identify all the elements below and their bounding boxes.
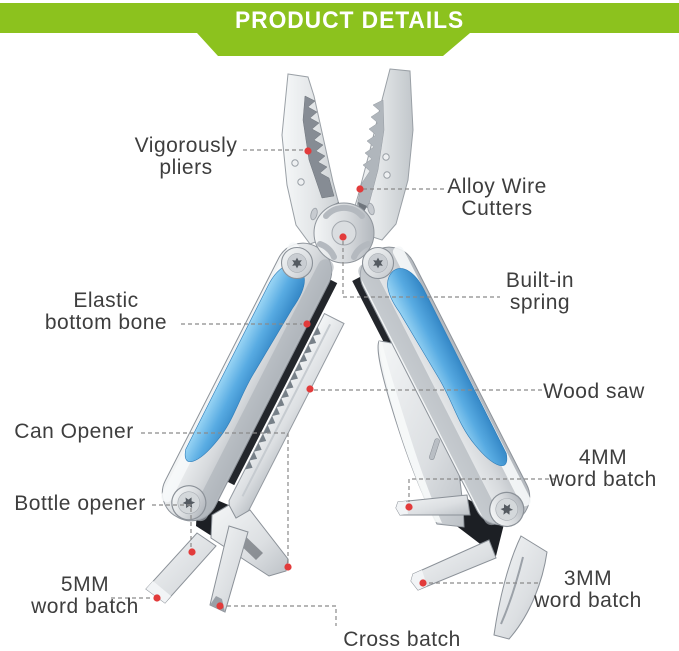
knife-nail-nick	[429, 438, 440, 460]
page-title: PRODUCT DETAILS	[235, 7, 465, 34]
banner-ribbon	[0, 3, 679, 56]
callout-lines	[111, 149, 556, 626]
callout-line-bottle-opener	[152, 504, 192, 548]
pliers-jaw-right	[347, 68, 414, 241]
knife-blade	[377, 340, 465, 528]
callout-line-spring	[342, 241, 500, 298]
knife-small-blade	[493, 535, 548, 640]
label-cross-batch: Cross batch	[343, 628, 461, 651]
callout-dot-4mm	[405, 503, 413, 511]
callout-line-4mm	[408, 478, 556, 502]
pivot-joint	[282, 202, 394, 279]
callout-dot-wire-cutters	[356, 185, 364, 193]
callout-dots	[153, 147, 427, 610]
grip-insert-left	[184, 264, 305, 462]
torx-bolt-left	[282, 248, 313, 279]
callout-dot-can-opener	[284, 563, 292, 571]
callout-dot-bottom-bone	[303, 320, 311, 328]
callout-line-can-opener	[141, 432, 289, 563]
callout-dot-bottle-opener	[188, 548, 196, 556]
callout-line-cross	[227, 605, 337, 626]
callout-dot-3mm	[419, 579, 427, 587]
callout-dot-spring	[339, 233, 347, 241]
callout-dot-5mm	[153, 594, 161, 602]
handle-right	[358, 246, 531, 537]
label-bottle-opener: Bottle opener	[14, 492, 146, 515]
jaw-serrations-left	[302, 95, 335, 199]
callout-dot-pliers	[304, 147, 312, 155]
callout-dot-wood-saw	[306, 385, 314, 393]
label-can-opener: Can Opener	[14, 420, 134, 443]
label-wood-saw: Wood saw	[543, 380, 645, 403]
torx-bolt-right	[363, 248, 394, 279]
screwdriver-5mm	[145, 532, 217, 604]
callout-dot-cross	[216, 602, 224, 610]
handle-left	[161, 242, 334, 530]
grip-insert-right	[387, 268, 508, 466]
saw-teeth	[244, 326, 321, 470]
